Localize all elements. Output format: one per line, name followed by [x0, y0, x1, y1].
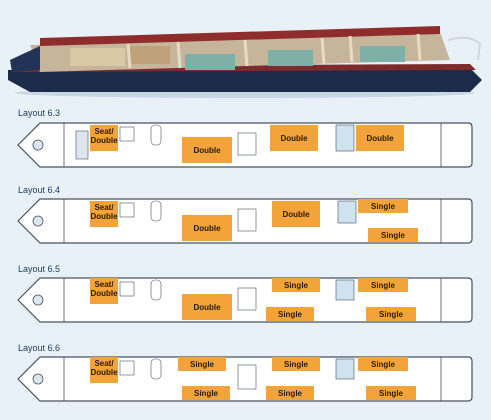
layout-plan-6-4: Seat/ Double Double Double Single Single — [17, 198, 473, 244]
bath-icon — [150, 358, 162, 380]
room-label: Single — [278, 310, 303, 319]
room-label-top: Seat/ — [94, 203, 114, 212]
cutaway-galley — [130, 46, 170, 64]
room-label: Single — [371, 202, 396, 211]
tiller-icon — [32, 294, 44, 306]
room-single-1: Single — [178, 357, 226, 371]
bath-icon — [150, 279, 162, 301]
room-label: Double — [193, 303, 221, 312]
room-label: Single — [371, 360, 396, 369]
bath-icon — [150, 124, 162, 146]
layout-title-6-6: Layout 6.6 — [18, 343, 61, 353]
room-label: Single — [379, 389, 404, 398]
shower-icon — [237, 132, 257, 156]
cabin-roof-edge — [40, 26, 440, 46]
room-seat-double: Seat/ Double — [90, 357, 118, 383]
room-label: Double — [280, 134, 308, 143]
room-seat-double: Seat/ Double — [90, 125, 118, 151]
layout-title-6-5: Layout 6.5 — [18, 264, 61, 274]
room-double-2: Double — [272, 201, 320, 227]
room-label-top: Seat/ — [94, 280, 114, 289]
layout-plan-6-5: Seat/ Double Double Single Single Single… — [17, 277, 473, 323]
room-label-bottom: Double — [90, 136, 118, 145]
room-label: Double — [193, 146, 221, 155]
shower-icon — [237, 364, 257, 390]
room-single-3: Single — [272, 357, 320, 371]
room-double-3: Double — [356, 125, 404, 151]
room-label: Double — [366, 134, 394, 143]
room-single-2: Single — [182, 386, 230, 400]
room-label: Single — [381, 231, 406, 240]
room-single-4: Single — [366, 307, 416, 321]
room-label: Single — [190, 360, 215, 369]
room-label: Single — [284, 281, 309, 290]
layout-plan-6-6: Seat/ Double Single Single Single Single… — [17, 356, 473, 402]
shower-icon-2 — [335, 124, 355, 152]
room-single-1: Single — [358, 199, 408, 213]
room-label-bottom: Double — [90, 289, 118, 298]
stern — [10, 46, 40, 72]
layout-plan-6-3: Seat/ Double Double Double Double — [17, 122, 473, 168]
room-single-2: Single — [368, 228, 418, 242]
room-label: Double — [282, 210, 310, 219]
cutaway-saloon — [70, 48, 125, 66]
layout-title-6-3: Layout 6.3 — [18, 108, 61, 118]
room-single-2: Single — [266, 307, 314, 321]
room-single-6: Single — [366, 386, 416, 400]
room-double-2: Double — [270, 125, 318, 151]
room-label-top: Seat/ — [94, 359, 114, 368]
room-label: Single — [278, 389, 303, 398]
tiller-icon — [32, 139, 44, 151]
shower-icon-2 — [335, 279, 355, 301]
shower-icon-2 — [335, 358, 355, 380]
shower-icon-2 — [337, 200, 357, 224]
room-label-bottom: Double — [90, 212, 118, 221]
cutaway-bed-1 — [185, 54, 235, 70]
boat-hull — [8, 68, 482, 92]
room-label: Single — [284, 360, 309, 369]
hob-icon — [119, 360, 135, 376]
hob-icon — [119, 202, 135, 218]
cutaway-bed-3 — [360, 46, 405, 62]
layout-title-6-4: Layout 6.4 — [18, 185, 61, 195]
room-double-1: Double — [182, 137, 232, 163]
room-label: Double — [193, 224, 221, 233]
room-single-3: Single — [358, 278, 408, 292]
room-seat-double: Seat/ Double — [90, 201, 118, 227]
shower-icon — [237, 287, 257, 311]
room-label: Single — [194, 389, 219, 398]
room-seat-double: Seat/ Double — [90, 278, 118, 304]
room-single-1: Single — [272, 278, 320, 292]
room-double-1: Double — [182, 294, 232, 320]
shower-icon — [237, 208, 257, 232]
stern-deck-icon — [75, 130, 89, 160]
bath-icon — [150, 200, 162, 222]
tiller-icon — [32, 215, 44, 227]
tiller-icon — [32, 373, 44, 385]
boat-cutaway-illustration — [8, 26, 482, 98]
bow-rail — [447, 36, 482, 61]
hob-icon — [119, 126, 135, 142]
room-single-5: Single — [358, 357, 408, 371]
hob-icon — [119, 281, 135, 297]
cutaway-bed-2 — [268, 50, 313, 66]
room-double-1: Double — [182, 215, 232, 241]
room-single-4: Single — [266, 386, 314, 400]
room-label: Single — [379, 310, 404, 319]
room-label: Single — [371, 281, 396, 290]
cutaway-walls — [126, 33, 422, 69]
room-label-bottom: Double — [90, 368, 118, 377]
room-label-top: Seat/ — [94, 127, 114, 136]
